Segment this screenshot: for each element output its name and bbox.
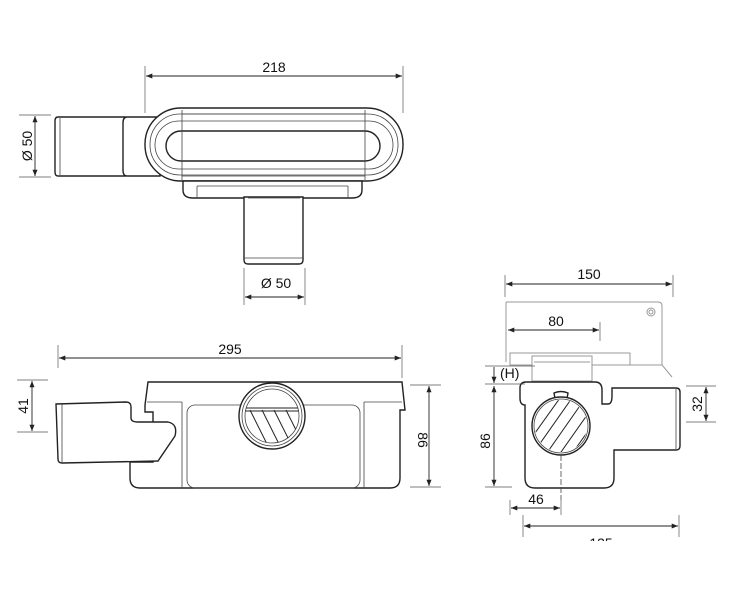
dim-label-left-outlet: Ø 50 xyxy=(19,131,35,162)
dim-label-side-height: 86 xyxy=(477,433,493,449)
dim-label-depth: 135 xyxy=(589,535,613,551)
front-view: 295 41 86 xyxy=(15,341,441,489)
dim-label-width: 218 xyxy=(262,59,286,75)
bottom-outlet-pipe xyxy=(243,196,304,265)
dim-label-cover-width: 150 xyxy=(577,266,601,282)
dim-label-outlet: 32 xyxy=(689,396,705,412)
side-outlet-pipe xyxy=(55,401,177,464)
side-view: 150 80 (H) 86 xyxy=(477,266,716,551)
side-outlet-circle xyxy=(531,396,591,456)
dim-label-length: 295 xyxy=(218,341,242,357)
dim-label-outlet-height: 41 xyxy=(15,398,31,414)
dim-label-height: 86 xyxy=(415,432,431,448)
dim-label-bottom-outlet: Ø 50 xyxy=(261,275,292,291)
grate xyxy=(531,355,593,382)
left-outlet-pipe xyxy=(54,116,126,177)
outlet-circle xyxy=(238,382,306,450)
dim-label-axis: 46 xyxy=(528,491,544,507)
top-view: 218 Ø 50 Ø 50 xyxy=(19,59,404,305)
dim-label-grate-width: 80 xyxy=(548,313,564,329)
h-label: (H) xyxy=(500,365,519,381)
